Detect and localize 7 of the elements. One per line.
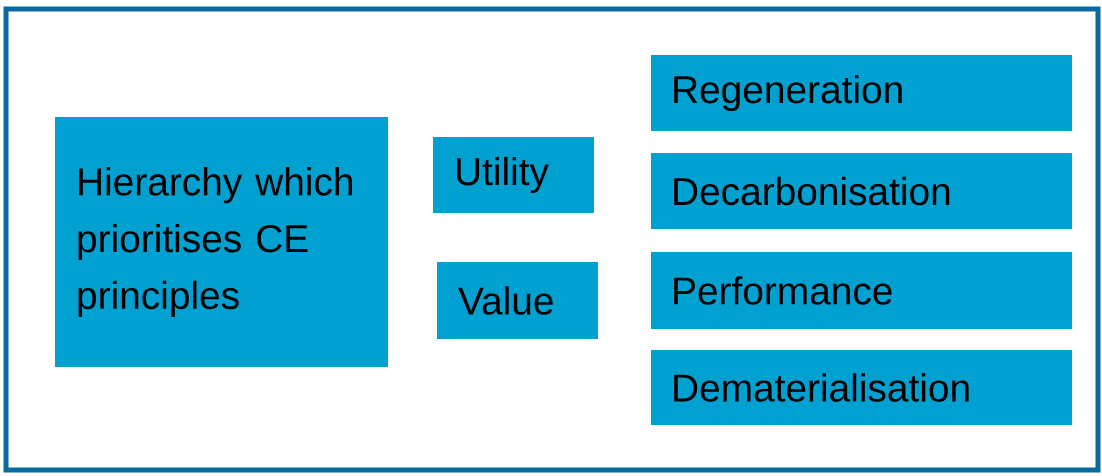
- text-box: Performance: [651, 252, 1072, 329]
- text-box: Decarbonisation: [651, 153, 1072, 229]
- text-box: Utility: [433, 137, 594, 213]
- text-box: Hierarchy which prioritises CE principles: [55, 117, 388, 367]
- text-box: Dematerialisation: [651, 350, 1072, 425]
- text-box: Value: [437, 262, 598, 339]
- text-box: Regeneration: [651, 55, 1072, 131]
